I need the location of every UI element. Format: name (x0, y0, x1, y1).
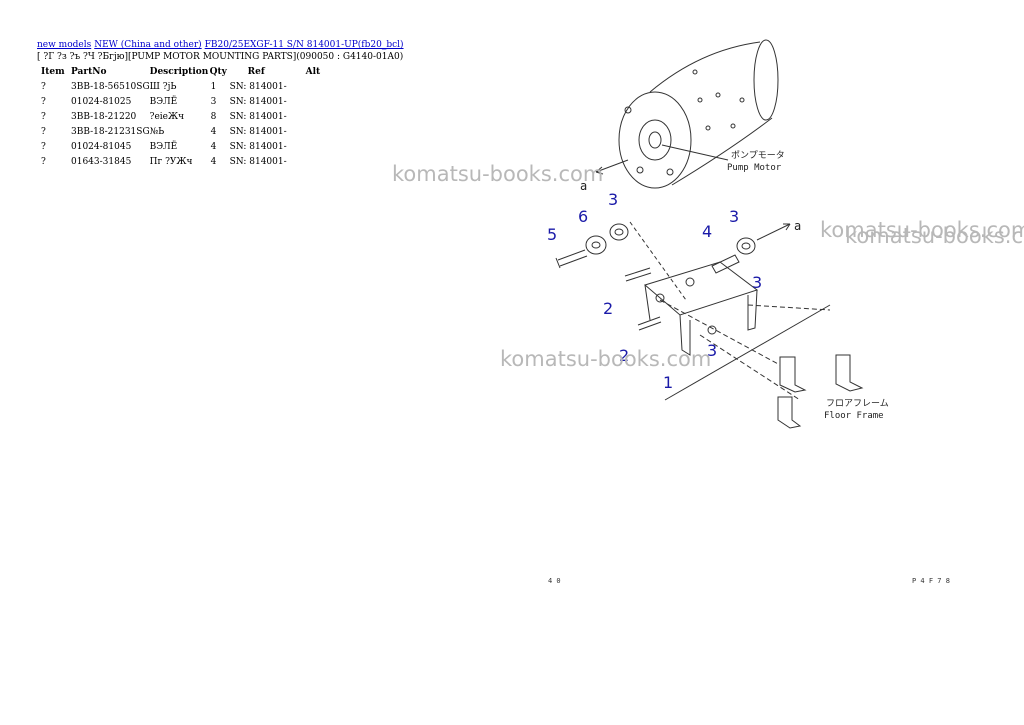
cell-qty: 1 (210, 82, 217, 92)
cell-description: ?eieЖч (149, 112, 185, 122)
col-header-partno: PartNo (71, 67, 107, 77)
cell-ref: SN: 814001- (229, 82, 287, 92)
cell-partno: 3BB-18-21231SG (71, 127, 150, 137)
cell-qty: 3 (210, 97, 217, 107)
callout-4: 4 (702, 222, 712, 241)
callout-3c: 3 (752, 273, 762, 292)
col-header-ref: Ref (247, 67, 265, 77)
cell-partno: 3BB-18-21220 (71, 112, 137, 122)
cell-ref: SN: 814001- (229, 157, 287, 167)
cell-item: ? (41, 127, 46, 137)
cell-item: ? (41, 157, 46, 167)
cell-description: №Ь (149, 127, 165, 137)
col-header-description: Description (149, 67, 209, 77)
col-header-qty: Qty (209, 67, 227, 77)
callout-1: 1 (663, 373, 673, 392)
frame-label-en: Floor Frame (824, 411, 884, 421)
cell-item: ? (41, 82, 46, 92)
cell-item: ? (41, 142, 46, 152)
callout-2a: 2 (603, 299, 613, 318)
table-row: ? 01024-81045 ВЭЛЁ 4 SN: 814001- (37, 140, 326, 155)
breadcrumb-link-new-models[interactable]: new models (37, 40, 92, 50)
motor-front-face (618, 91, 692, 189)
motor-rear-face (753, 39, 779, 121)
cell-item: ? (41, 97, 46, 107)
watermark: komatsu-books.com (820, 218, 1024, 242)
cell-qty: 4 (210, 142, 217, 152)
arrow-a-label-1: a (580, 179, 587, 193)
cell-partno: 01024-81045 (71, 142, 132, 152)
parts-table: Item PartNo Description Qty Ref Alt ? 3BB… (37, 66, 326, 170)
cell-item: ? (41, 112, 46, 122)
callout-5: 5 (547, 225, 557, 244)
cell-partno: 3BB-18-56510SG (71, 82, 150, 92)
cell-ref: SN: 814001- (229, 112, 287, 122)
cell-description: Ш ?јЬ (149, 82, 177, 92)
arrow-a-label-2: a (794, 219, 801, 233)
motor-label-jp: ポンプモータ (731, 150, 785, 161)
col-header-alt: Alt (305, 67, 321, 77)
cell-description: ВЭЛЁ (149, 97, 178, 107)
page-heading: [ ?Г ?з ?ъ ?Ч ?Бгјю][PUMP MOTOR MOUNTING… (37, 52, 404, 62)
cell-qty: 8 (210, 112, 217, 122)
callout-3a: 3 (608, 190, 618, 209)
cell-description: ВЭЛЁ (149, 142, 178, 152)
table-row: ? 01643-31845 Пг ?УЖч 4 SN: 814001- (37, 155, 326, 170)
cell-qty: 4 (210, 157, 217, 167)
cell-ref: SN: 814001- (229, 127, 287, 137)
cell-partno: 01024-81025 (71, 97, 132, 107)
cell-ref: SN: 814001- (229, 142, 287, 152)
cell-partno: 01643-31845 (71, 157, 132, 167)
frame-label-jp: フロアフレーム (826, 398, 889, 409)
watermark: komatsu-books.com (500, 347, 712, 371)
callout-3d: 3 (707, 341, 717, 360)
callout-2b: 2 (619, 346, 629, 365)
watermark: komatsu-books.com (392, 162, 604, 186)
cell-qty: 4 (210, 127, 217, 137)
table-row: ? 3BB-18-21220 ?eieЖч 8 SN: 814001- (37, 110, 326, 125)
cell-ref: SN: 814001- (229, 97, 287, 107)
col-header-item: Item (41, 67, 65, 77)
table-header-row: Item PartNo Description Qty Ref Alt (37, 66, 326, 80)
drawing-corner-mark-right: P 4 F 7 8 (912, 577, 950, 585)
breadcrumb-link-region[interactable]: NEW (China and other) (94, 40, 202, 50)
motor-bracket (643, 261, 759, 316)
breadcrumb-link-model[interactable]: FB20/25EXGF-11 S/N 814001-UP(fb20_bcl) (204, 40, 404, 50)
watermark: komatsu-books.com (845, 224, 1024, 248)
callout-6: 6 (578, 207, 588, 226)
callout-3b: 3 (729, 207, 739, 226)
cell-description: Пг ?УЖч (149, 157, 193, 167)
motor-label-en: Pump Motor (727, 163, 782, 173)
drawing-corner-mark-left: 4 0 (548, 577, 561, 585)
table-row: ? 01024-81025 ВЭЛЁ 3 SN: 814001- (37, 95, 326, 110)
